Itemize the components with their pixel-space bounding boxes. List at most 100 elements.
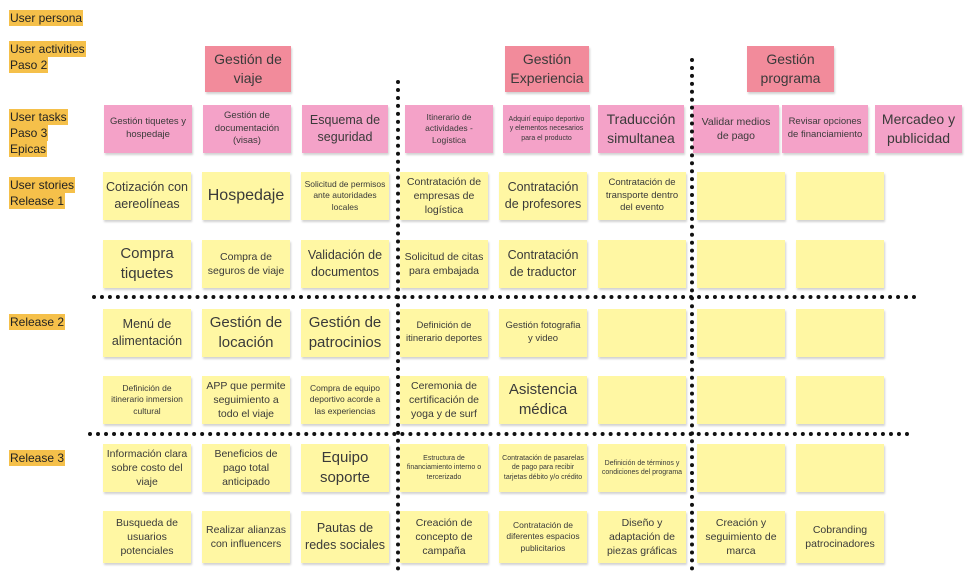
story-label: Compra de equipo deportivo acorde a las … — [309, 382, 381, 416]
row-label-persona: User persona — [9, 10, 84, 26]
story-label: Diseño y adaptación de piezas gráficas — [606, 516, 678, 558]
story-note[interactable] — [796, 376, 884, 424]
task-note[interactable]: Gestión tiquetes y hospedaje — [104, 105, 192, 153]
story-note[interactable]: Gestión de locación — [202, 309, 290, 357]
story-note[interactable]: Ceremonia de certificación de yoga y de … — [400, 376, 488, 424]
story-note[interactable] — [697, 376, 785, 424]
story-label: Contratación de diferentes espacios publ… — [506, 519, 580, 553]
release-divider-line — [88, 432, 910, 436]
activity-divider-line — [396, 80, 400, 571]
story-label: Menú de alimentación — [111, 317, 183, 348]
task-label: Gestión de documentación (visas) — [214, 109, 280, 147]
story-note[interactable]: Contratación de transporte dentro del ev… — [598, 172, 686, 220]
story-note[interactable]: Contratación de pasarelas de pago para r… — [499, 444, 587, 492]
row-label-stories: User stories — [9, 177, 76, 193]
story-note[interactable]: Diseño y adaptación de piezas gráficas — [598, 511, 686, 563]
story-label: Creación y seguimiento de marca — [705, 516, 777, 558]
story-label: Compra tiquetes — [120, 244, 174, 282]
task-label: Adquirí equipo deportivo y elementos nec… — [508, 115, 585, 142]
activity-label: Gestión de viaje — [214, 51, 282, 86]
story-label: Contratación de transporte dentro del ev… — [605, 176, 679, 214]
activity-note[interactable]: Gestión programa — [747, 46, 834, 92]
row-label-tasks: User tasks — [9, 109, 68, 125]
story-note[interactable]: Cobranding patrocinadores — [796, 511, 884, 563]
story-note[interactable]: Solicitud de citas para embajada — [400, 240, 488, 288]
story-note[interactable] — [697, 309, 785, 357]
story-label: Beneficios de pago total anticipado — [214, 447, 278, 489]
story-note[interactable]: Definición de itinerario inmersion cultu… — [103, 376, 191, 424]
story-note[interactable]: Compra de equipo deportivo acorde a las … — [301, 376, 389, 424]
story-note[interactable]: Contratación de empresas de logística — [400, 172, 488, 220]
story-label: Ceremonia de certificación de yoga y de … — [408, 379, 480, 421]
row-label-release-1: Release 1 — [9, 193, 66, 209]
story-label: Estructura de financiamiento interno o t… — [406, 454, 482, 481]
story-label: Contratación de empresas de logística — [406, 175, 482, 217]
activity-note[interactable]: Gestión de viaje — [205, 46, 291, 92]
story-note[interactable]: Compra de seguros de viaje — [202, 240, 290, 288]
story-note[interactable] — [796, 444, 884, 492]
story-note[interactable]: Compra tiquetes — [103, 240, 191, 288]
story-note[interactable]: Información clara sobre costo del viaje — [103, 444, 191, 492]
story-note[interactable]: Definición de términos y condiciones del… — [598, 444, 686, 492]
task-note[interactable]: Validar medios de pago — [693, 105, 779, 153]
story-note[interactable] — [697, 172, 785, 220]
row-label-epics: Epicas — [9, 141, 48, 157]
story-note[interactable]: Busqueda de usuarios potenciales — [103, 511, 191, 563]
story-note[interactable]: Asistencia médica — [499, 376, 587, 424]
story-note[interactable]: Contratación de profesores — [499, 172, 587, 220]
story-note[interactable]: APP que permite seguimiento a todo el vi… — [202, 376, 290, 424]
story-note[interactable]: Creación y seguimiento de marca — [697, 511, 785, 563]
story-label: Asistencia médica — [508, 380, 578, 418]
task-label: Gestión tiquetes y hospedaje — [109, 116, 187, 140]
activity-note[interactable]: Gestión Experiencia — [505, 46, 589, 92]
story-label: Creación de concepto de campaña — [415, 516, 473, 558]
task-note[interactable]: Revisar opciones de financiamiento — [782, 105, 868, 153]
story-note[interactable] — [697, 444, 785, 492]
story-note[interactable]: Pautas de redes sociales — [301, 511, 389, 563]
story-note[interactable] — [598, 240, 686, 288]
task-note[interactable]: Esquema de seguridad — [302, 105, 388, 153]
story-note[interactable]: Beneficios de pago total anticipado — [202, 444, 290, 492]
story-note[interactable]: Contratación de diferentes espacios publ… — [499, 511, 587, 563]
story-note[interactable]: Gestión fotografia y video — [499, 309, 587, 357]
task-label: Itinerario de actividades - Logística — [425, 111, 473, 145]
task-label: Validar medios de pago — [701, 115, 771, 142]
story-note[interactable]: Menú de alimentación — [103, 309, 191, 357]
story-note[interactable] — [796, 172, 884, 220]
story-label: Cotización con aereolíneas — [106, 180, 188, 211]
story-note[interactable] — [796, 309, 884, 357]
story-note[interactable]: Contratación de traductor — [499, 240, 587, 288]
task-note[interactable]: Traducción simultanea — [598, 105, 684, 153]
story-note[interactable] — [697, 240, 785, 288]
release-divider-line — [92, 295, 917, 299]
story-note[interactable]: Definición de itinerario deportes — [400, 309, 488, 357]
task-label: Traducción simultanea — [606, 111, 676, 146]
story-note[interactable] — [796, 240, 884, 288]
activity-label: Gestión Experiencia — [510, 51, 584, 86]
story-note[interactable]: Equipo soporte — [301, 444, 389, 492]
story-note[interactable] — [598, 376, 686, 424]
story-label: Contratación de pasarelas de pago para r… — [502, 454, 584, 481]
story-note[interactable] — [598, 309, 686, 357]
story-note[interactable]: Solicitud de permisos ante autoridades l… — [301, 172, 389, 220]
task-note[interactable]: Adquirí equipo deportivo y elementos nec… — [503, 105, 590, 153]
row-label-release-2: Release 2 — [9, 314, 66, 330]
story-note[interactable]: Creación de concepto de campaña — [400, 511, 488, 563]
story-note[interactable]: Validación de documentos — [301, 240, 389, 288]
task-label: Revisar opciones de financiamiento — [787, 116, 863, 140]
story-note[interactable]: Realizar alianzas con influencers — [202, 511, 290, 563]
story-label: Definición de itinerario deportes — [405, 320, 483, 344]
story-label: Compra de seguros de viaje — [207, 250, 285, 277]
task-note[interactable]: Itinerario de actividades - Logística — [405, 105, 493, 153]
story-label: Validación de documentos — [307, 248, 383, 279]
story-label: Realizar alianzas con influencers — [206, 523, 286, 550]
story-note[interactable]: Estructura de financiamiento interno o t… — [400, 444, 488, 492]
story-label: Gestión de locación — [209, 313, 283, 351]
task-note[interactable]: Gestión de documentación (visas) — [203, 105, 291, 153]
story-note[interactable]: Cotización con aereolíneas — [103, 172, 191, 220]
story-label: Hospedaje — [207, 187, 285, 205]
task-note[interactable]: Mercadeo y publicidad — [875, 105, 962, 153]
story-note[interactable]: Gestión de patrocinios — [301, 309, 389, 357]
story-note[interactable]: Hospedaje — [202, 172, 290, 220]
story-label: Definición de itinerario inmersion cultu… — [111, 382, 183, 416]
